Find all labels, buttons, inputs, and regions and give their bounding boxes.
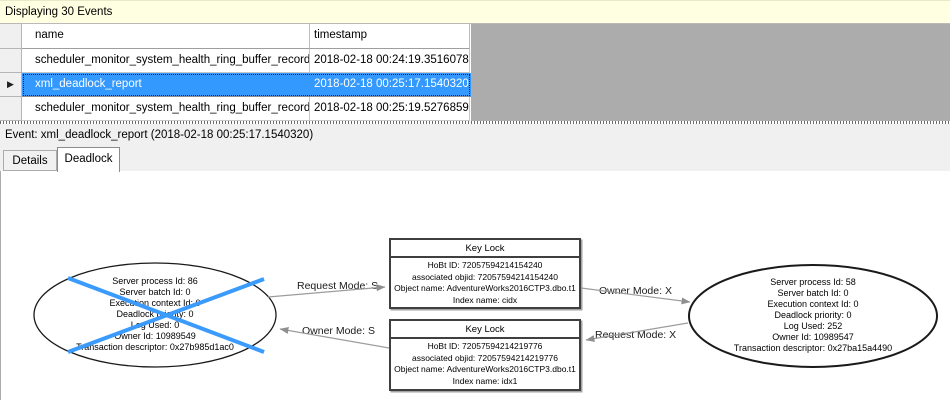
tab-deadlock[interactable]: Deadlock	[57, 147, 120, 172]
resource-detail-line: associated objid: 72057594214154240	[411, 271, 559, 282]
resource-title: Key Lock	[391, 240, 579, 258]
resource-detail-line: Index name: idx1	[452, 375, 518, 386]
resource-detail-line: Index name: cidx	[452, 294, 518, 305]
event-timestamp-cell[interactable]: 2018-02-18 00:25:19.5276859	[310, 97, 470, 121]
process-detail-line: Execution context Id: 0	[109, 298, 201, 308]
column-header-name[interactable]: name	[22, 24, 310, 49]
process-detail-line: Deadlock priority: 0	[116, 309, 194, 319]
resource-details: HoBt ID: 72057594214154240 associated ob…	[391, 258, 579, 306]
edge-label-owner-mode-x: Owner Mode: X	[599, 285, 672, 297]
process-detail-line: Execution context Id: 0	[767, 299, 859, 309]
grid-corner-cell[interactable]	[0, 24, 22, 49]
events-grid-area: name timestamp scheduler_monitor_system_…	[0, 24, 950, 121]
events-count-label: Displaying 30 Events	[5, 6, 113, 18]
process-detail-line: Transaction descriptor: 0x27ba15a4490	[733, 343, 893, 353]
events-grid: name timestamp scheduler_monitor_system_…	[0, 24, 471, 121]
resource-detail-line: Object name: AdventureWorks2016CTP3.dbo.…	[394, 283, 576, 293]
resource-node-key-lock-bottom[interactable]: Key Lock HoBt ID: 72057594214219776 asso…	[389, 319, 581, 391]
resource-detail-line: HoBt ID: 72057594214219776	[427, 341, 543, 351]
process-detail-line: Owner Id: 10989547	[772, 332, 854, 342]
edge-label-request-mode-s: Request Mode: S	[297, 280, 379, 292]
event-timestamp-cell[interactable]: 2018-02-18 00:25:17.1540320	[310, 73, 470, 97]
edge-label-request-mode-x: Request Mode: X	[595, 329, 677, 341]
events-count-bar: Displaying 30 Events	[0, 0, 950, 24]
deadlock-graph-pane: Key Lock HoBt ID: 72057594214154240 asso…	[0, 171, 950, 400]
column-header-timestamp[interactable]: timestamp	[310, 24, 470, 49]
event-name-cell[interactable]: scheduler_monitor_system_health_ring_buf…	[22, 49, 310, 73]
process-detail-line: Deadlock priority: 0	[774, 310, 852, 320]
horizontal-splitter[interactable]	[0, 121, 950, 124]
process-detail-line: Log Used: 0	[130, 320, 180, 330]
event-timestamp-cell[interactable]: 2018-02-18 00:24:19.3516078	[310, 49, 470, 73]
resource-node-key-lock-top[interactable]: Key Lock HoBt ID: 72057594214154240 asso…	[389, 238, 581, 309]
process-detail-line: Log Used: 252	[783, 321, 843, 331]
resource-title: Key Lock	[391, 321, 579, 339]
selected-event-bar: Event: xml_deadlock_report (2018-02-18 0…	[0, 124, 950, 147]
process-node-right-text[interactable]: Server process Id: 58 Server batch Id: 0…	[698, 277, 928, 354]
process-detail-line: Transaction descriptor: 0x27b985d1ac0	[76, 342, 234, 352]
process-detail-line: Server batch Id: 0	[777, 288, 849, 298]
row-selector-cell[interactable]	[0, 49, 22, 73]
event-name-cell[interactable]: xml_deadlock_report	[22, 73, 310, 97]
process-detail-line: Server process Id: 58	[770, 277, 856, 287]
event-row-3[interactable]: scheduler_monitor_system_health_ring_buf…	[0, 97, 471, 121]
process-detail-line: Server batch Id: 0	[119, 287, 191, 297]
resource-detail-line: Object name: AdventureWorks2016CTP3.dbo.…	[394, 364, 576, 374]
process-detail-line: Owner Id: 10989549	[114, 331, 196, 341]
event-row-2-selected[interactable]: ▶ xml_deadlock_report 2018-02-18 00:25:1…	[0, 73, 471, 97]
edge-label-owner-mode-s: Owner Mode: S	[302, 325, 375, 337]
resource-details: HoBt ID: 72057594214219776 associated ob…	[391, 339, 579, 387]
detail-tabs: Details Deadlock	[0, 147, 950, 172]
process-detail-line: Server process Id: 86	[112, 276, 198, 286]
resource-detail-line: associated objid: 72057594214219776	[411, 352, 559, 363]
event-name-cell[interactable]: scheduler_monitor_system_health_ring_buf…	[22, 97, 310, 121]
row-selector-cell[interactable]	[0, 97, 22, 121]
event-row-1[interactable]: scheduler_monitor_system_health_ring_buf…	[0, 49, 471, 73]
process-node-victim-text[interactable]: Server process Id: 86 Server batch Id: 0…	[40, 276, 270, 353]
selected-event-label: Event: xml_deadlock_report (2018-02-18 0…	[5, 129, 314, 141]
current-row-indicator-icon: ▶	[7, 79, 14, 89]
row-selector-cell-current[interactable]: ▶	[0, 73, 22, 97]
resource-detail-line: HoBt ID: 72057594214154240	[427, 260, 543, 270]
grid-header-row: name timestamp	[0, 24, 471, 49]
tab-details[interactable]: Details	[3, 150, 57, 171]
